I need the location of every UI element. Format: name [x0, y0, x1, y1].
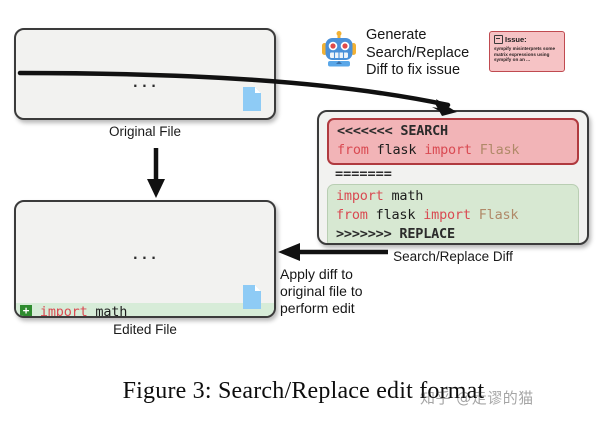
- document-icon: [243, 285, 261, 309]
- apply-step-text: Apply diff to original file to perform e…: [280, 266, 363, 316]
- watermark: 知乎 @走谬的猫: [420, 389, 534, 407]
- code-line-added-import-math: + import math: [16, 303, 274, 316]
- issue-card-title: Issue:: [505, 35, 527, 44]
- replace-block: import math from flask import Flask >>>>…: [327, 184, 579, 243]
- original-file-label: Original File: [108, 124, 182, 139]
- search-replace-diff-card: <<<<<<< SEARCH from flask import Flask =…: [317, 110, 589, 245]
- added-line-plus-badge: +: [20, 304, 32, 316]
- figure-caption: Figure 3: Search/Replace edit format: [122, 378, 485, 404]
- code-ellipsis-top: ...: [131, 75, 159, 91]
- document-icon: [243, 87, 261, 111]
- code-ellipsis-top: ...: [131, 247, 159, 263]
- search-block: <<<<<<< SEARCH from flask import Flask: [327, 118, 579, 165]
- edited-file-label: Edited File: [113, 322, 177, 337]
- original-file-code: ... from flask import Flask app = Flask(…: [26, 36, 264, 118]
- search-line-import-flask: from flask import Flask: [337, 142, 520, 158]
- edited-file-code: ... + import math from flask import Flas…: [16, 208, 274, 316]
- edited-file-card: ... + import math from flask import Flas…: [14, 200, 276, 318]
- diff-label: Search/Replace Diff: [393, 249, 513, 264]
- issue-card: Issue: sympify misinterprets some matrix…: [489, 31, 565, 72]
- replace-marker: >>>>>>> REPLACE: [336, 226, 455, 242]
- search-marker: <<<<<<< SEARCH: [337, 123, 448, 139]
- replace-line-import-math: import math: [336, 188, 424, 204]
- bug-icon: [494, 35, 503, 44]
- issue-card-body: sympify misinterprets some matrix expres…: [494, 46, 556, 63]
- diff-separator: =======: [335, 166, 392, 182]
- arrow-down-to-edited-file: [147, 148, 165, 198]
- arrow-diff-to-edited-file: [278, 243, 388, 261]
- issue-card-header: Issue:: [494, 35, 560, 44]
- replace-line-import-flask: from flask import Flask: [336, 207, 519, 223]
- generate-step-text: Generate Search/Replace Diff to fix issu…: [366, 27, 470, 78]
- robot-icon: [322, 31, 356, 67]
